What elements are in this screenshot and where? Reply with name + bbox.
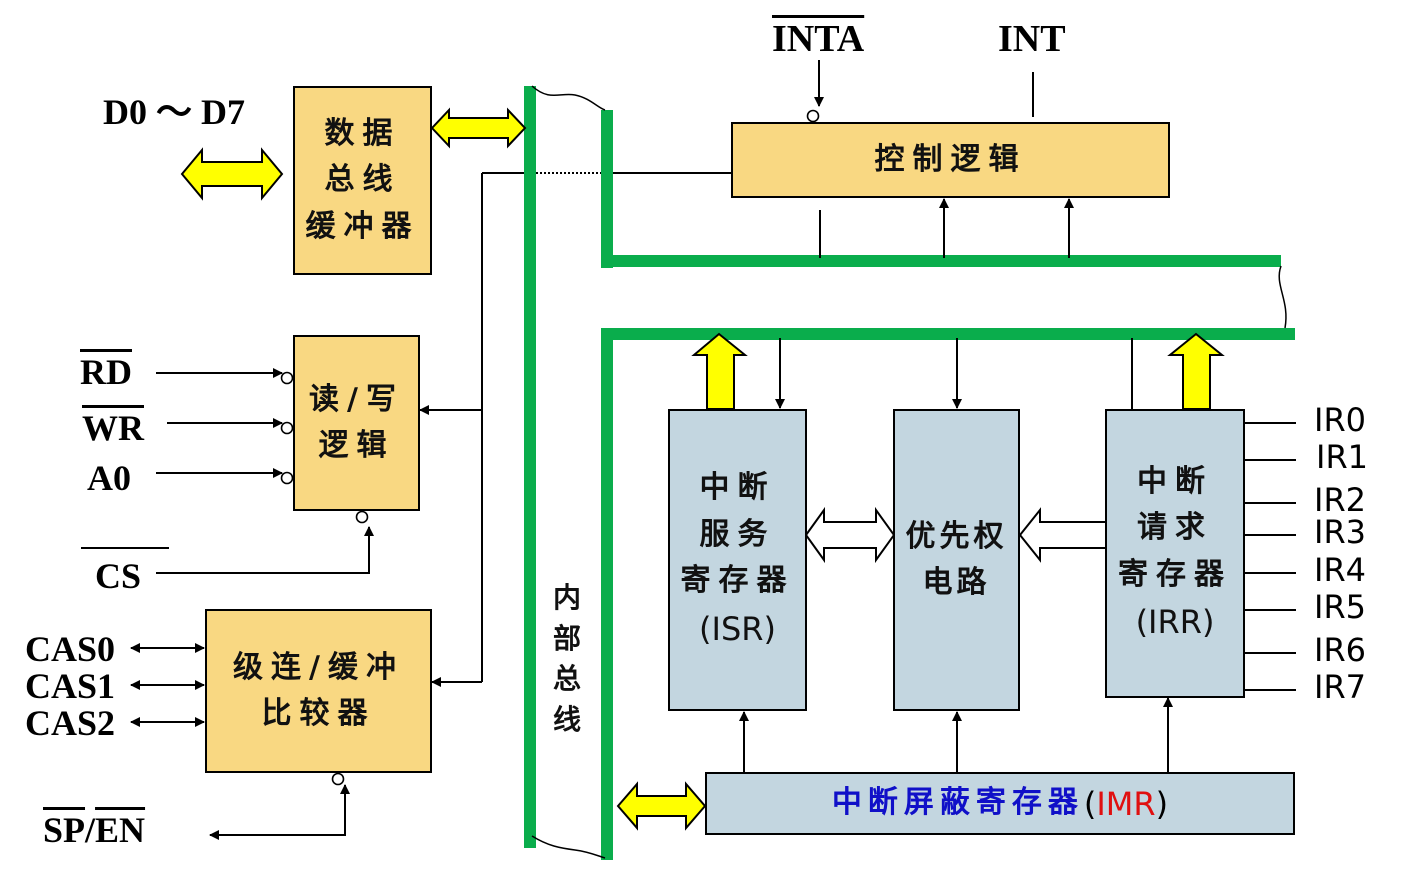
data-buffer-line-3: 缓冲器 [305, 208, 420, 244]
isr-block: 中断 服务 寄存器 (ISR) [668, 409, 807, 711]
cs-bubble [355, 510, 369, 524]
isr-line-2: 服务 [699, 516, 776, 552]
cascade-buffer-comparator-block: 级连/缓冲 比较器 [205, 609, 432, 773]
ir5-label: IR5 [1314, 588, 1367, 626]
cas1-label: CAS1 [25, 666, 116, 706]
irr-line-1: 中断 [1137, 463, 1213, 499]
control-logic-label: 控制逻辑 [874, 141, 1027, 177]
data-bus-label: D0 ～ D7 [103, 92, 245, 132]
bus-break-bottom [531, 835, 606, 859]
cascade-line-2: 比较器 [261, 696, 376, 731]
imr-block: 中断屏蔽寄存器(IMR) [705, 772, 1295, 835]
ir6-label: IR6 [1314, 631, 1367, 669]
data-buffer-line-1: 数据 [324, 115, 401, 151]
irr-line-3: 寄存器 [1118, 556, 1232, 592]
a0-label: A0 [87, 458, 131, 498]
sp-en-label: SP/EN [43, 812, 145, 848]
imr-bus-double-arrow [616, 781, 707, 831]
wr-bubble [280, 421, 294, 435]
buffer-to-bus-double-arrow [430, 107, 527, 149]
isr-priority-hollow-double-arrow [804, 506, 896, 564]
irr-abbr: (IRR) [1135, 603, 1215, 642]
control-logic-block: 控制逻辑 [731, 122, 1170, 198]
bus-break-top [531, 85, 606, 111]
int-label: INT [998, 18, 1066, 60]
inta-label: INTA [772, 18, 865, 60]
priority-resolver-block: 优先权 电路 [893, 409, 1020, 711]
ir0-label: IR0 [1314, 401, 1367, 439]
imr-close-paren: ) [1155, 784, 1169, 823]
bus-break-right [1278, 265, 1287, 329]
ir4-label: IR4 [1314, 551, 1367, 589]
isr-to-bus-up-arrow [691, 332, 748, 410]
rd-bubble [280, 371, 294, 385]
ir3-label: IR3 [1314, 513, 1367, 551]
irr-to-priority-hollow-arrow [1018, 507, 1107, 563]
internal-bus-bottom-branch [601, 328, 1295, 340]
read-write-logic-block: 读/写 逻辑 [293, 335, 420, 511]
isr-abbr: (ISR) [699, 609, 776, 648]
data-bus-buffer-block: 数据 总线 缓冲器 [293, 86, 432, 275]
isr-line-3: 寄存器 [680, 563, 795, 599]
sp-en-separator: / [85, 810, 96, 850]
internal-bus-label: 内 部 总 线 [553, 578, 581, 740]
ir2-label: IR2 [1314, 481, 1367, 519]
internal-bus-char-4: 线 [553, 702, 582, 736]
irr-to-bus-up-arrow [1167, 332, 1225, 410]
priority-line-2: 电路 [922, 565, 991, 600]
internal-bus-right-rail-lower [601, 328, 613, 860]
cas0-label: CAS0 [25, 629, 116, 669]
sp-label: SP [43, 810, 86, 850]
ir7-label: IR7 [1314, 668, 1367, 706]
priority-line-1: 优先权 [905, 518, 1008, 554]
cs-wire [156, 526, 374, 574]
internal-bus-char-2: 部 [553, 621, 582, 655]
cs-overbar [81, 547, 169, 549]
data-bus-double-arrow [180, 147, 284, 201]
ir1-label: IR1 [1316, 438, 1369, 476]
imr-abbr: IMR [1096, 784, 1156, 823]
imr-label: 中断屏蔽寄存器 [831, 785, 1084, 821]
sp-en-wire [209, 784, 350, 840]
isr-line-1: 中断 [699, 470, 776, 506]
inta-bubble [806, 109, 820, 123]
cas2-label: CAS2 [25, 703, 116, 743]
internal-bus [524, 86, 1295, 860]
a0-bubble [280, 471, 294, 485]
internal-bus-top-branch [601, 255, 1281, 267]
sp-en-bubble [331, 772, 345, 786]
irr-block: 中断 请求 寄存器 (IRR) [1105, 409, 1245, 698]
cs-label: CS [95, 556, 142, 596]
en-label: EN [95, 810, 146, 850]
cascade-line-1: 级连/缓冲 [233, 649, 404, 685]
internal-bus-right-rail-upper [601, 110, 613, 268]
imr-open-paren: ( [1083, 784, 1097, 823]
rd-label: RD [80, 352, 132, 392]
internal-bus-left-rail [524, 86, 536, 848]
rw-logic-line-1: 读/写 [309, 381, 404, 417]
rw-logic-line-2: 逻辑 [318, 428, 395, 463]
internal-bus-char-1: 内 [553, 581, 582, 614]
internal-bus-char-3: 总 [553, 662, 582, 696]
irr-line-2: 请求 [1137, 510, 1213, 546]
wr-label: WR [82, 408, 144, 448]
data-buffer-line-2: 总线 [324, 162, 401, 198]
